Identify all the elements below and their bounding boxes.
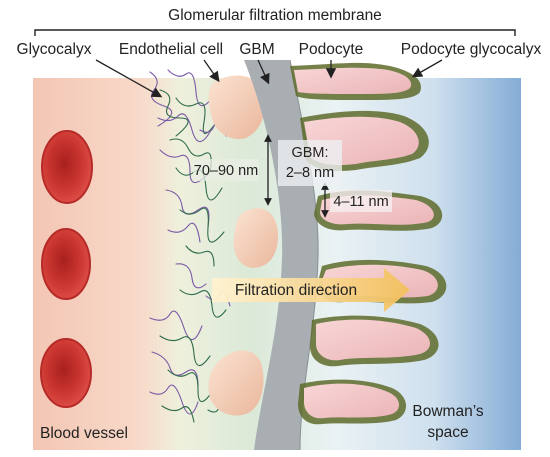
leader-lines (95, 59, 443, 98)
endothelial-cell-1 (208, 75, 265, 140)
label-bowmans-space-line1: Bowman’s (412, 403, 483, 420)
label-bowmans-space-line2: space (427, 424, 468, 441)
red-blood-cells (40, 130, 93, 408)
endothelial-cell-2 (233, 208, 278, 268)
gbm-measure-title: GBM: (291, 145, 328, 161)
label-glycocalyx: Glycocalyx (17, 41, 92, 58)
leader-endothelial-cell (203, 59, 220, 83)
gbm-thickness-label: 2–8 nm (286, 165, 334, 181)
red-blood-cell-3 (40, 338, 92, 408)
label-endothelial-cell: Endothelial cell (119, 41, 223, 58)
podocyte-process-5 (310, 315, 439, 367)
measurement-markers (264, 134, 329, 218)
red-blood-cell-2 (41, 228, 91, 300)
filtration-direction-label: Filtration direction (235, 282, 357, 299)
label-blood-vessel: Blood vessel (40, 425, 128, 442)
label-gbm: GBM (239, 41, 274, 58)
podocyte-gap-label: 4–11 nm (333, 194, 388, 210)
membrane-bracket (34, 29, 516, 36)
leader-podocyte-glycocalyx (411, 59, 443, 78)
label-podocyte-glycocalyx: Podocyte glycocalyx (401, 41, 542, 58)
filtration-direction-arrow: Filtration direction (212, 268, 410, 312)
red-blood-cell-1 (41, 130, 93, 204)
endothelial-cell-3 (208, 350, 264, 416)
podocyte-process-1 (290, 62, 421, 100)
label-podocyte: Podocyte (299, 41, 364, 58)
endothelial-cells (208, 75, 278, 416)
endothelial-gap-label: 70–90 nm (194, 163, 259, 179)
podocyte-process-6 (298, 379, 407, 425)
diagram-title: Glomerular filtration membrane (168, 7, 382, 24)
leader-glycocalyx (95, 59, 163, 98)
leader-gbm (257, 59, 270, 85)
